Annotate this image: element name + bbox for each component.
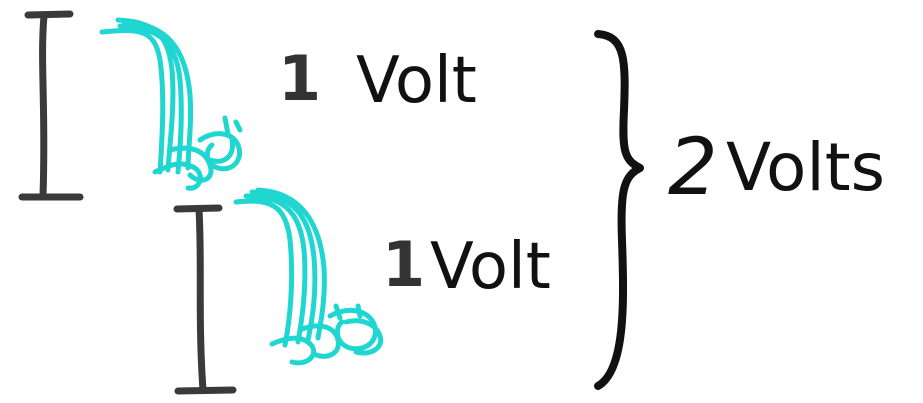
upper-step-bracket-icon: [18, 10, 84, 201]
total-volt-number: 2: [668, 123, 718, 213]
lower-volt-number: 1: [382, 228, 425, 301]
lower-volt-unit: Volt: [430, 230, 551, 304]
upper-drop-icon: [99, 17, 243, 191]
upper-volt-unit: Volt: [356, 44, 477, 118]
curly-brace-icon: [594, 30, 644, 390]
total-volt-unit: Volts: [726, 129, 885, 206]
lower-drop-icon: [233, 187, 384, 366]
upper-volt-number: 1: [278, 42, 321, 115]
lower-step-bracket-icon: [173, 204, 237, 395]
